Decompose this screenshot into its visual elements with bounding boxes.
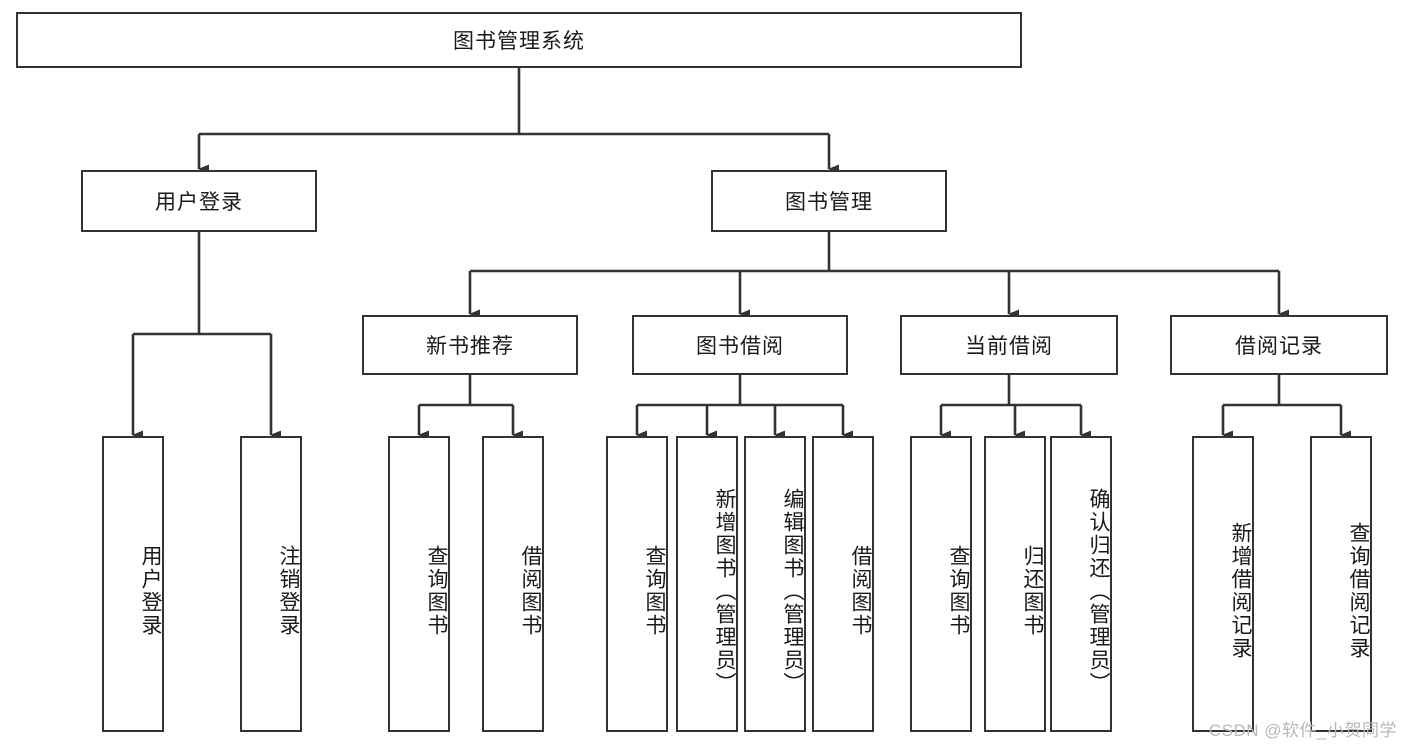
node-book-manage[interactable]: 图书管理 — [711, 170, 947, 232]
node-label: 归还图书 — [1021, 545, 1044, 637]
node-book-borrow[interactable]: 图书借阅 — [632, 315, 848, 375]
node-label: 编辑图书（管理员） — [781, 487, 804, 695]
node-label: 用户登录 — [139, 545, 162, 637]
node-label: 借阅图书 — [519, 545, 542, 637]
node-leaf-borrow-book-1[interactable]: 借阅图书 — [482, 436, 544, 732]
node-label: 新书推荐 — [426, 335, 514, 358]
node-label: 借阅图书 — [849, 545, 872, 637]
node-leaf-query-record[interactable]: 查询借阅记录 — [1310, 436, 1372, 732]
node-label: 查询图书 — [643, 545, 666, 637]
watermark-label: CSDN @软件_小贺同学 — [1208, 721, 1397, 740]
node-label: 新增借阅记录 — [1229, 522, 1252, 660]
node-leaf-return-book[interactable]: 归还图书 — [984, 436, 1046, 732]
node-leaf-user-logout[interactable]: 注销登录 — [240, 436, 302, 732]
node-leaf-confirm-return[interactable]: 确认归还（管理员） — [1050, 436, 1112, 732]
node-leaf-query-book-1[interactable]: 查询图书 — [388, 436, 450, 732]
node-leaf-borrow-book-2[interactable]: 借阅图书 — [812, 436, 874, 732]
node-new-book-rec[interactable]: 新书推荐 — [362, 315, 578, 375]
node-user-login[interactable]: 用户登录 — [81, 170, 317, 232]
node-label: 图书管理系统 — [453, 30, 585, 53]
node-leaf-query-book-3[interactable]: 查询图书 — [910, 436, 972, 732]
node-label: 用户登录 — [155, 191, 243, 214]
node-current-borrow[interactable]: 当前借阅 — [900, 315, 1118, 375]
node-borrow-record[interactable]: 借阅记录 — [1170, 315, 1388, 375]
node-label: 图书借阅 — [696, 335, 784, 358]
node-label: 注销登录 — [277, 545, 300, 637]
node-leaf-query-book-2[interactable]: 查询图书 — [606, 436, 668, 732]
node-leaf-add-book[interactable]: 新增图书（管理员） — [676, 436, 738, 732]
node-leaf-add-record[interactable]: 新增借阅记录 — [1192, 436, 1254, 732]
node-label: 借阅记录 — [1235, 335, 1323, 358]
node-leaf-user-login[interactable]: 用户登录 — [102, 436, 164, 732]
node-root[interactable]: 图书管理系统 — [16, 12, 1022, 68]
node-label: 查询图书 — [425, 545, 448, 637]
node-label: 图书管理 — [785, 191, 873, 214]
node-leaf-edit-book[interactable]: 编辑图书（管理员） — [744, 436, 806, 732]
node-label: 查询借阅记录 — [1347, 522, 1370, 660]
node-label: 查询图书 — [947, 545, 970, 637]
node-label: 确认归还（管理员） — [1087, 487, 1110, 695]
node-label: 新增图书（管理员） — [713, 487, 736, 695]
node-label: 当前借阅 — [965, 335, 1053, 358]
